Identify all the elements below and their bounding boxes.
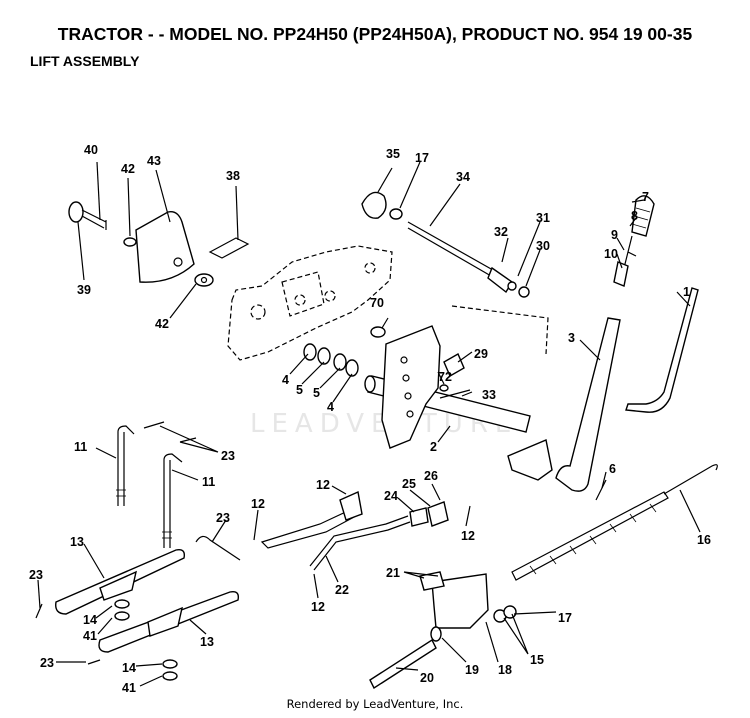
callout-12-bottom: 12 [311,600,325,614]
callout-16: 16 [697,533,711,547]
callout-31: 31 [536,211,550,225]
callout-17-upper: 17 [415,151,429,165]
callout-18: 18 [498,663,512,677]
callout-10: 10 [604,247,618,261]
callout-numbers: 40 42 43 39 42 38 35 17 34 32 31 30 7 8 … [29,143,711,695]
callout-1: 1 [683,285,690,299]
callout-12-left: 12 [251,497,265,511]
callout-40: 40 [84,143,98,157]
leader-lines [37,161,701,687]
callout-24: 24 [384,489,398,503]
callout-22: 22 [335,583,349,597]
callout-29: 29 [474,347,488,361]
lift-links [116,425,183,548]
hair-clips [35,421,241,665]
callout-30: 30 [536,239,550,253]
callout-38: 38 [226,169,240,183]
callout-14-lower: 14 [122,661,136,675]
frame-bracket [227,245,393,361]
callout-3: 3 [568,331,575,345]
callout-72: 72 [438,370,452,384]
callout-8: 8 [631,209,638,223]
callout-11-left: 11 [74,440,87,454]
callout-42-lower: 42 [155,317,169,331]
callout-7: 7 [642,190,649,204]
section-subtitle: LIFT ASSEMBLY [30,53,140,69]
lift-spring [511,464,718,581]
callout-23-top: 23 [221,449,235,463]
callout-25: 25 [402,477,416,491]
shaft-washers [303,343,359,377]
spring-bracket [369,571,517,690]
callout-12-right: 12 [461,529,475,543]
hair-pin [208,237,250,259]
knob-assembly [68,201,214,287]
callout-4-right: 4 [327,400,334,414]
callout-32: 32 [494,225,508,239]
callout-41-upper: 41 [83,629,97,643]
callout-13-lower: 13 [200,635,214,649]
control-rods [260,490,449,571]
callout-43: 43 [147,154,161,168]
callout-35: 35 [386,147,400,161]
callout-13-upper: 13 [70,535,84,549]
callout-19: 19 [465,663,479,677]
lift-shaft [364,325,553,481]
callout-26: 26 [424,469,438,483]
callout-34: 34 [456,170,470,184]
callout-6: 6 [609,462,616,476]
adjustment-rod [361,191,549,355]
adjust-block [370,326,471,399]
callout-5-right: 5 [313,386,320,400]
callout-2: 2 [430,440,437,454]
callout-33: 33 [482,388,496,402]
callout-41-lower: 41 [122,681,136,695]
page-title: TRACTOR - - MODEL NO. PP24H50 (PP24H50A)… [57,24,693,44]
callout-15: 15 [530,653,544,667]
callout-17-lower: 17 [558,611,572,625]
callout-23-left: 23 [29,568,43,582]
lift-arms [55,548,240,681]
callout-4-left: 4 [282,373,289,387]
callout-20: 20 [420,671,434,685]
callout-9: 9 [611,228,618,242]
callout-23-mid: 23 [216,511,230,525]
footer-credit: Rendered by LeadVenture, Inc. [286,697,464,711]
lift-handle [555,195,699,501]
callout-12-top: 12 [316,478,330,492]
callout-42-upper: 42 [121,162,135,176]
callout-14-upper: 14 [83,613,97,627]
callout-5-left: 5 [296,383,303,397]
callout-70: 70 [370,296,384,310]
callout-21: 21 [386,566,400,580]
callout-23-bottom: 23 [40,656,54,670]
callout-39: 39 [77,283,91,297]
callout-11-right: 11 [202,475,215,489]
